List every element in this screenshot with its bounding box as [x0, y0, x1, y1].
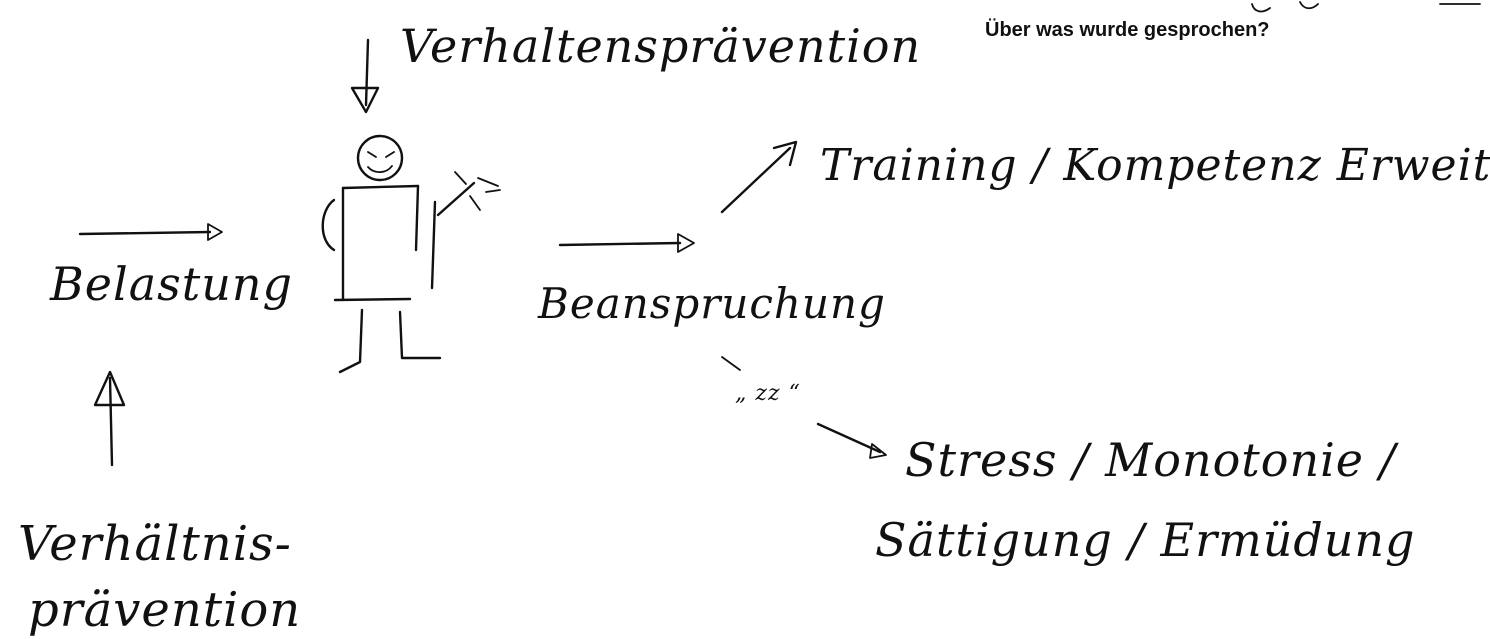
label-stress-line1: Stress / Monotonie /: [905, 433, 1400, 487]
cut-off-handwriting: [1251, 1, 1481, 13]
arrow-icon: [350, 38, 380, 114]
label-zz: „ zz “: [735, 381, 801, 406]
label-verhaltnis-line1: Verhältnis-: [18, 516, 292, 572]
arrow-tail: [721, 356, 741, 371]
label-stress-line2: Sättigung / Ermüdung: [875, 513, 1415, 567]
stick-figure-icon: [321, 134, 501, 374]
arrow-icon: [93, 370, 126, 467]
arrow-icon: [78, 223, 223, 241]
label-verhaltens-top: Verhaltensprävention: [400, 19, 921, 73]
label-training: Training / Kompetenz Erweitern: [820, 140, 1490, 191]
arrow-icon: [816, 422, 887, 459]
label-beanspruchung: Beanspruchung: [537, 279, 886, 328]
label-belastung: Belastung: [49, 257, 293, 311]
question-text: Über was wurde gesprochen?: [985, 18, 1270, 41]
arrow-icon: [720, 140, 798, 214]
arrow-icon: [558, 233, 695, 253]
label-verhaltnis-line2: prävention: [28, 582, 301, 638]
